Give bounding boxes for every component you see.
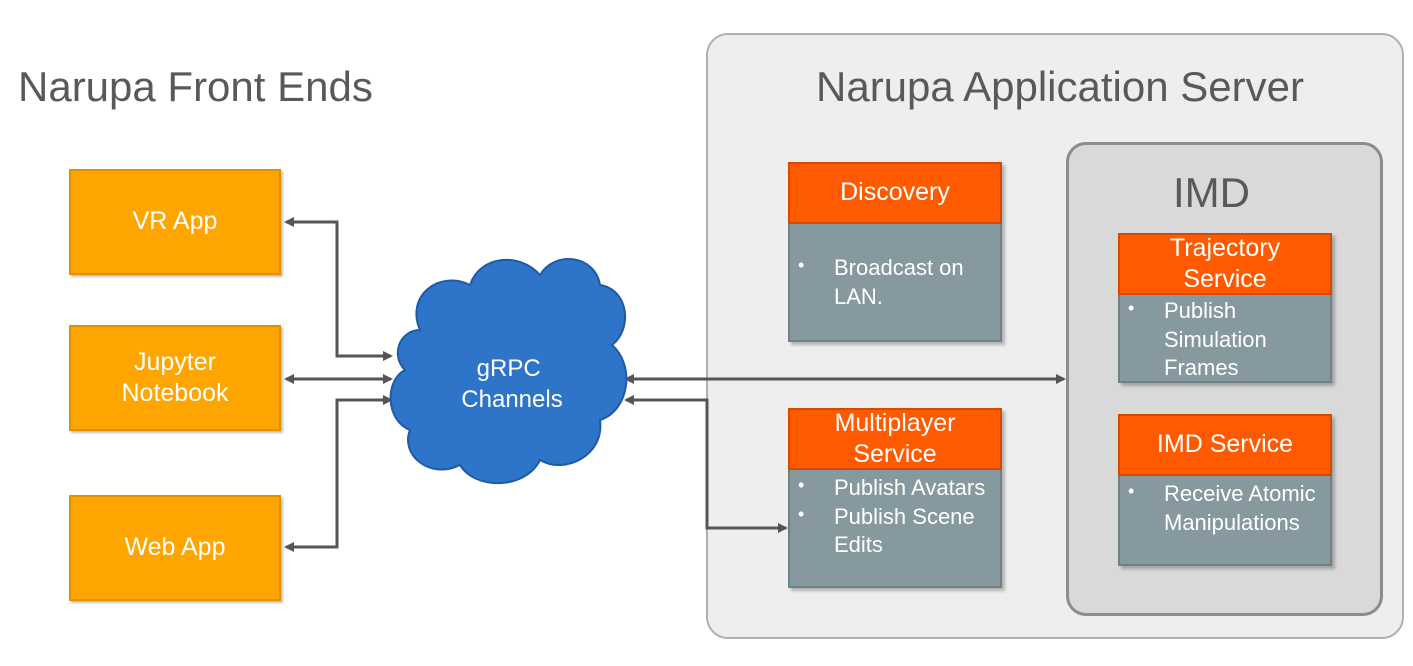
imd-service-bullet: Receive Atomic Manipulations bbox=[1128, 480, 1324, 537]
discovery-header: Discovery bbox=[788, 162, 1002, 224]
web-app-box: Web App bbox=[69, 495, 281, 601]
trajectory-service: Trajectory Service Publish Simulation Fr… bbox=[1118, 233, 1332, 383]
arrow-multiplayer bbox=[624, 395, 788, 533]
arrow-vr-app bbox=[284, 217, 393, 361]
imd-service-body: Receive Atomic Manipulations bbox=[1118, 476, 1332, 566]
trajectory-body: Publish Simulation Frames bbox=[1118, 295, 1332, 383]
trajectory-bullet: Publish Simulation Frames bbox=[1128, 297, 1324, 383]
discovery-bullet: Broadcast on LAN. bbox=[798, 254, 994, 311]
multiplayer-body: Publish Avatars Publish Scene Edits bbox=[788, 470, 1002, 588]
trajectory-header: Trajectory Service bbox=[1118, 233, 1332, 295]
multiplayer-service: Multiplayer Service Publish Avatars Publ… bbox=[788, 408, 1002, 588]
server-title: Narupa Application Server bbox=[816, 63, 1304, 110]
multiplayer-bullet: Publish Scene Edits bbox=[798, 503, 994, 560]
discovery-service: Discovery Broadcast on LAN. bbox=[788, 162, 1002, 342]
imd-service-header: IMD Service bbox=[1118, 414, 1332, 476]
web-app-label: Web App bbox=[124, 533, 226, 562]
jupyter-notebook-label: Jupyter Notebook bbox=[121, 347, 229, 407]
multiplayer-header: Multiplayer Service bbox=[788, 408, 1002, 470]
jupyter-notebook-box: Jupyter Notebook bbox=[69, 325, 281, 431]
vr-app-label: VR App bbox=[132, 207, 218, 236]
front-ends-title: Narupa Front Ends bbox=[18, 63, 373, 110]
arrow-web-app bbox=[284, 395, 393, 552]
imd-title: IMD bbox=[1173, 169, 1250, 216]
vr-app-box: VR App bbox=[69, 169, 281, 275]
grpc-cloud-label: gRPC Channels bbox=[461, 355, 562, 413]
discovery-body: Broadcast on LAN. bbox=[788, 224, 1002, 342]
multiplayer-bullet: Publish Avatars bbox=[798, 474, 994, 503]
imd-service: IMD Service Receive Atomic Manipulations bbox=[1118, 414, 1332, 566]
grpc-cloud-shape bbox=[389, 258, 628, 485]
